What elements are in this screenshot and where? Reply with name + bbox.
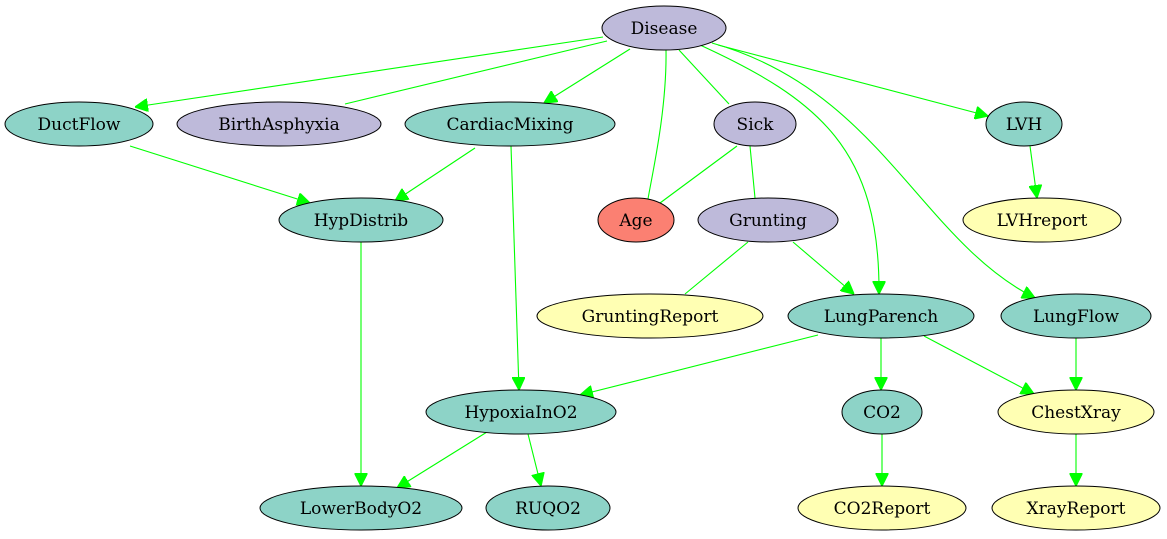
node-label: RUQO2 xyxy=(515,499,581,519)
node-shape xyxy=(485,485,611,531)
node-label: Disease xyxy=(631,19,698,39)
node-shape xyxy=(404,101,616,147)
edge-disease-to-lvh xyxy=(717,44,988,116)
node-lungparench: LungParench xyxy=(787,293,975,339)
node-shape xyxy=(176,101,382,147)
edge-cardiacmixing-to-hypoxiaino2 xyxy=(510,145,519,390)
node-label: CO2Report xyxy=(834,499,931,519)
node-grunting: Grunting xyxy=(697,197,839,243)
node-ruqo2: RUQO2 xyxy=(485,485,611,531)
node-shape xyxy=(841,389,923,435)
edge-lungparench-to-hypoxiaino2 xyxy=(580,334,819,395)
edge-lungparench-to-chestxray xyxy=(923,335,1034,394)
node-label: Grunting xyxy=(729,211,807,231)
node-lungflow: LungFlow xyxy=(1000,293,1152,339)
edge-disease-to-age xyxy=(647,49,667,200)
edge-sick-to-grunting xyxy=(749,145,756,199)
node-gruntingreport: GruntingReport xyxy=(536,293,764,339)
node-label: BirthAsphyxia xyxy=(218,115,339,135)
node-age: Age xyxy=(597,197,675,243)
node-shape xyxy=(4,101,154,147)
edge-hypoxiaino2-to-lowerbodyo2 xyxy=(397,431,488,488)
node-shape xyxy=(259,485,463,531)
node-shape xyxy=(278,197,444,243)
node-cardiacmixing: CardiacMixing xyxy=(404,101,616,147)
node-lowerbodyo2: LowerBodyO2 xyxy=(259,485,463,531)
node-birthasphyxia: BirthAsphyxia xyxy=(176,101,382,147)
node-shape xyxy=(601,5,727,51)
node-label: LungParench xyxy=(824,307,939,327)
edge-sick-to-age xyxy=(659,145,738,204)
node-co2report: CO2Report xyxy=(797,485,967,531)
node-lvhreport: LVHreport xyxy=(962,197,1122,243)
node-ductflow: DuctFlow xyxy=(4,101,154,147)
node-shape xyxy=(536,293,764,339)
node-lvh: LVH xyxy=(985,101,1063,147)
edge-layer xyxy=(129,36,1076,488)
node-xrayreport: XrayReport xyxy=(991,485,1161,531)
node-shape xyxy=(697,197,839,243)
edge-cardiacmixing-to-hypdistrib xyxy=(395,147,476,201)
node-shape xyxy=(997,389,1155,435)
node-label: CardiacMixing xyxy=(447,115,574,135)
edge-ductflow-to-hypdistrib xyxy=(129,145,310,203)
node-shape xyxy=(797,485,967,531)
node-label: HypDistrib xyxy=(314,211,408,231)
node-chestxray: ChestXray xyxy=(997,389,1155,435)
edge-lvh-to-lvhreport xyxy=(1030,145,1037,198)
edge-disease-to-lungflow xyxy=(711,42,1035,298)
node-label: LungFlow xyxy=(1033,307,1120,327)
node-shape xyxy=(1000,293,1152,339)
node-shape xyxy=(787,293,975,339)
node-label: XrayReport xyxy=(1027,499,1126,519)
node-shape xyxy=(713,101,797,147)
edge-disease-to-cardiacmixing xyxy=(544,48,631,103)
node-label: ChestXray xyxy=(1031,403,1121,423)
edge-hypoxiaino2-to-ruqo2 xyxy=(527,433,541,486)
node-hypoxiaino2: HypoxiaInO2 xyxy=(425,389,617,435)
edge-disease-to-birthasphyxia xyxy=(344,40,608,105)
node-shape xyxy=(597,197,675,243)
node-shape xyxy=(425,389,617,435)
node-label: GruntingReport xyxy=(582,307,719,327)
node-hypdistrib: HypDistrib xyxy=(278,197,444,243)
node-label: CO2 xyxy=(863,403,901,423)
node-shape xyxy=(991,485,1161,531)
node-label: LVHreport xyxy=(997,211,1088,231)
node-label: HypoxiaInO2 xyxy=(464,403,577,423)
node-label: LowerBodyO2 xyxy=(300,499,422,519)
node-shape xyxy=(962,197,1122,243)
node-label: Sick xyxy=(737,115,775,135)
edge-grunting-to-lungparench xyxy=(792,241,854,294)
edge-disease-to-ductflow xyxy=(135,36,604,107)
node-label: Age xyxy=(618,211,652,231)
node-disease: Disease xyxy=(601,5,727,51)
node-sick: Sick xyxy=(713,101,797,147)
edge-disease-to-lungparench xyxy=(699,44,879,294)
node-label: LVH xyxy=(1006,115,1042,135)
node-shape xyxy=(985,101,1063,147)
node-co2: CO2 xyxy=(841,389,923,435)
edge-grunting-to-gruntingreport xyxy=(684,241,749,295)
node-label: DuctFlow xyxy=(38,115,121,135)
edge-disease-to-sick xyxy=(678,49,730,105)
